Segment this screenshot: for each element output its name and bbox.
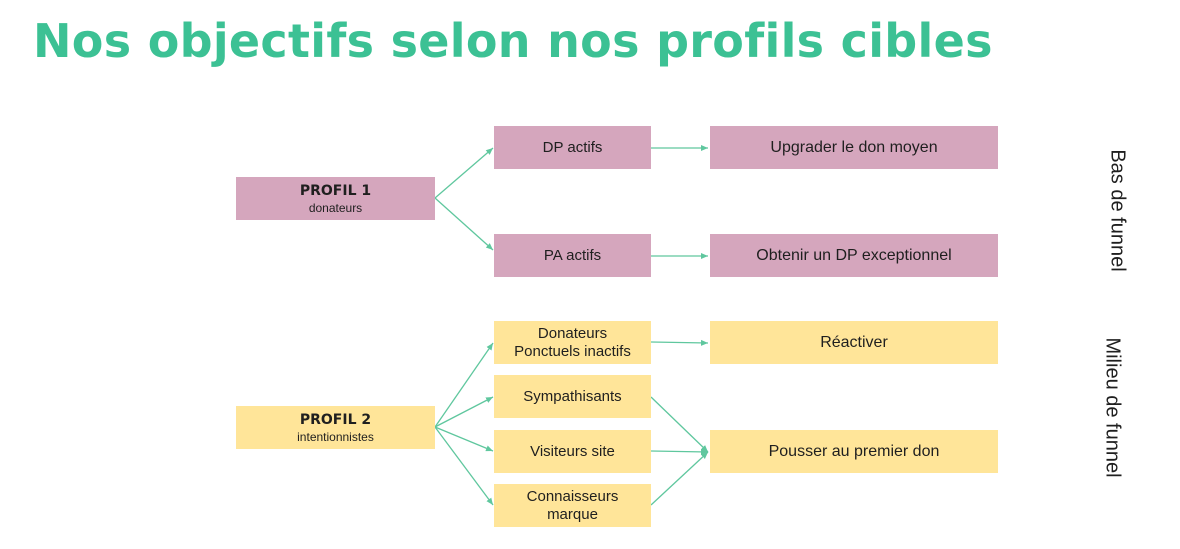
segment-label-line2: Ponctuels inactifs xyxy=(514,342,631,360)
segment-label-line1: Donateurs xyxy=(537,324,608,342)
segment-visiteurs-site: Visiteurs site xyxy=(494,430,651,473)
segment-dp-actifs: DP actifs xyxy=(494,126,651,169)
segment-sympathisants: Sympathisants xyxy=(494,375,651,418)
funnel-label-bas: Bas de funnel xyxy=(1106,149,1129,272)
profile2-box: PROFIL 2 intentionnistes xyxy=(236,406,435,449)
arrow-profil1-pa xyxy=(434,197,494,251)
segment-connaisseurs-marque: Connaisseurs marque xyxy=(494,484,651,527)
goal-label: Upgrader le don moyen xyxy=(770,138,938,156)
profile1-title: PROFIL 1 xyxy=(299,182,372,199)
arrow-connaisseurs-premier xyxy=(650,451,709,506)
profile1-box: PROFIL 1 donateurs xyxy=(236,177,435,220)
segment-pa-actifs: PA actifs xyxy=(494,234,651,277)
goal-label: Réactiver xyxy=(820,333,888,351)
goal-reactiver: Réactiver xyxy=(710,321,998,364)
goal-premier-don: Pousser au premier don xyxy=(710,430,998,473)
profile2-subtitle: intentionnistes xyxy=(297,429,374,444)
goal-label: Obtenir un DP exceptionnel xyxy=(756,246,952,264)
segment-donateurs-ponctuels: Donateurs Ponctuels inactifs xyxy=(494,321,651,364)
goal-obtenir-dp: Obtenir un DP exceptionnel xyxy=(710,234,998,277)
goal-label: Pousser au premier don xyxy=(768,442,940,460)
page-title: Nos objectifs selon nos profils cibles xyxy=(33,14,993,68)
arrow-sympathisants-premier xyxy=(650,396,709,453)
arrow-profil2-donateurs xyxy=(434,342,494,428)
goal-upgrader: Upgrader le don moyen xyxy=(710,126,998,169)
arrow-donateurs-reactiver xyxy=(650,339,709,346)
arrow-profil1-dp xyxy=(434,147,494,199)
segment-label: Visiteurs site xyxy=(530,442,615,460)
profile2-title: PROFIL 2 xyxy=(299,411,372,428)
funnel-label-milieu: Milieu de funnel xyxy=(1101,337,1124,478)
arrow-profil2-connaisseurs xyxy=(434,426,494,506)
arrow-visiteurs-premier xyxy=(650,448,709,455)
arrow-profil2-sympathisants xyxy=(434,396,494,428)
segment-label-line2: marque xyxy=(547,505,598,523)
arrow-profil2-visiteurs xyxy=(434,426,494,452)
profile1-subtitle: donateurs xyxy=(308,200,363,215)
segment-label: DP actifs xyxy=(542,138,603,156)
segment-label-line1: Connaisseurs xyxy=(526,487,619,505)
segment-label: Sympathisants xyxy=(523,387,622,405)
segment-label: PA actifs xyxy=(543,246,602,264)
